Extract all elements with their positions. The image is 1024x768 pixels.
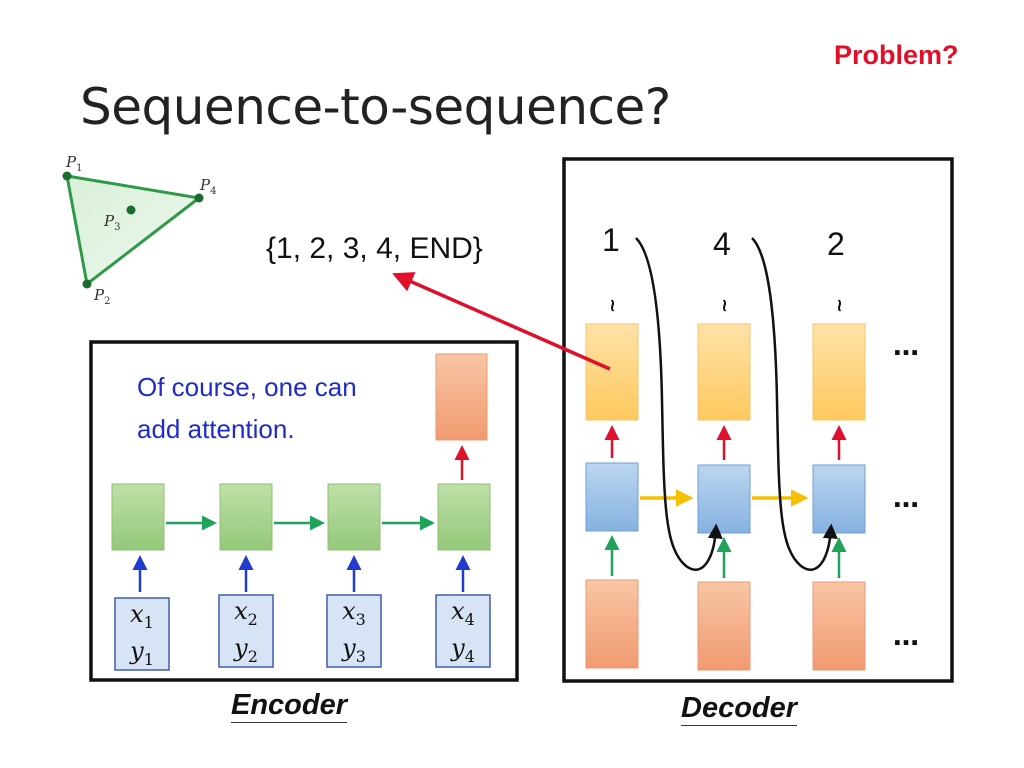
decoder-output-cell-3 [812, 323, 866, 421]
point-p3 [126, 205, 136, 215]
encoder-output-cell [435, 353, 488, 441]
encoder-frame [89, 340, 519, 682]
encoder-input-4: x4 y4 [451, 597, 475, 666]
encoder-cell-1 [111, 483, 165, 551]
problem-label: Problem? [834, 40, 959, 70]
point-label-p4: P4 [200, 176, 217, 197]
decoder-input-cell-2 [697, 581, 751, 671]
slide-title: Sequence-to-sequence? [80, 78, 671, 136]
encoder-input-1: x1 y1 [130, 600, 154, 669]
point-p2 [82, 279, 92, 289]
decoder-output-1: 1 [602, 222, 620, 258]
decoder-output-2: 4 [713, 226, 731, 262]
encoder-input-box-1 [114, 597, 170, 671]
encoder-cell-4 [437, 483, 491, 551]
pointer-arrow [392, 272, 611, 371]
encoder-input-3: x3 y3 [342, 597, 366, 666]
encoder-cell-3 [327, 483, 381, 551]
decoder-label: Decoder [681, 692, 798, 726]
point-p4 [194, 193, 204, 203]
output-sequence: {1, 2, 3, 4, END} [266, 232, 483, 265]
encoder-input-2: x2 y2 [234, 597, 258, 666]
polygon-diagram [62, 171, 204, 289]
encoder-input-box-2 [218, 594, 274, 668]
encoder-cell-2 [219, 483, 273, 551]
ellipsis-output: … [893, 332, 919, 362]
point-label-p2: P2 [94, 286, 111, 307]
feedback-curve-1 [635, 237, 723, 571]
decoder-output-cell-2 [697, 323, 751, 421]
ellipsis-hidden: … [893, 484, 919, 514]
encoder-input-box-4 [435, 594, 491, 668]
decoder-hidden-cell-1 [585, 462, 639, 532]
decoder-output-3: 2 [827, 226, 845, 262]
decoder-hidden-cell-2 [697, 464, 751, 534]
tilde-mark-3: ~ [829, 297, 851, 314]
tilde-mark-2: ~ [714, 297, 736, 314]
decoder-frame [562, 157, 954, 683]
attention-note-line-2: add attention. [137, 414, 295, 444]
decoder-output-cell-1 [585, 323, 639, 421]
point-p1 [62, 171, 72, 181]
decoder-hidden-cell-3 [812, 464, 866, 534]
feedback-curve-2 [751, 237, 838, 571]
polygon-shape [65, 174, 203, 287]
encoder-input-box-3 [326, 594, 382, 668]
tilde-mark-1: ~ [602, 297, 624, 314]
point-label-p3: P3 [104, 212, 121, 233]
decoder-input-cell-3 [812, 581, 866, 671]
point-label-p1: P1 [66, 153, 83, 174]
decoder-input-cell-1 [585, 579, 639, 669]
encoder-label: Encoder [231, 689, 348, 723]
attention-note-line-1: Of course, one can [137, 372, 357, 402]
ellipsis-input: … [893, 622, 919, 652]
